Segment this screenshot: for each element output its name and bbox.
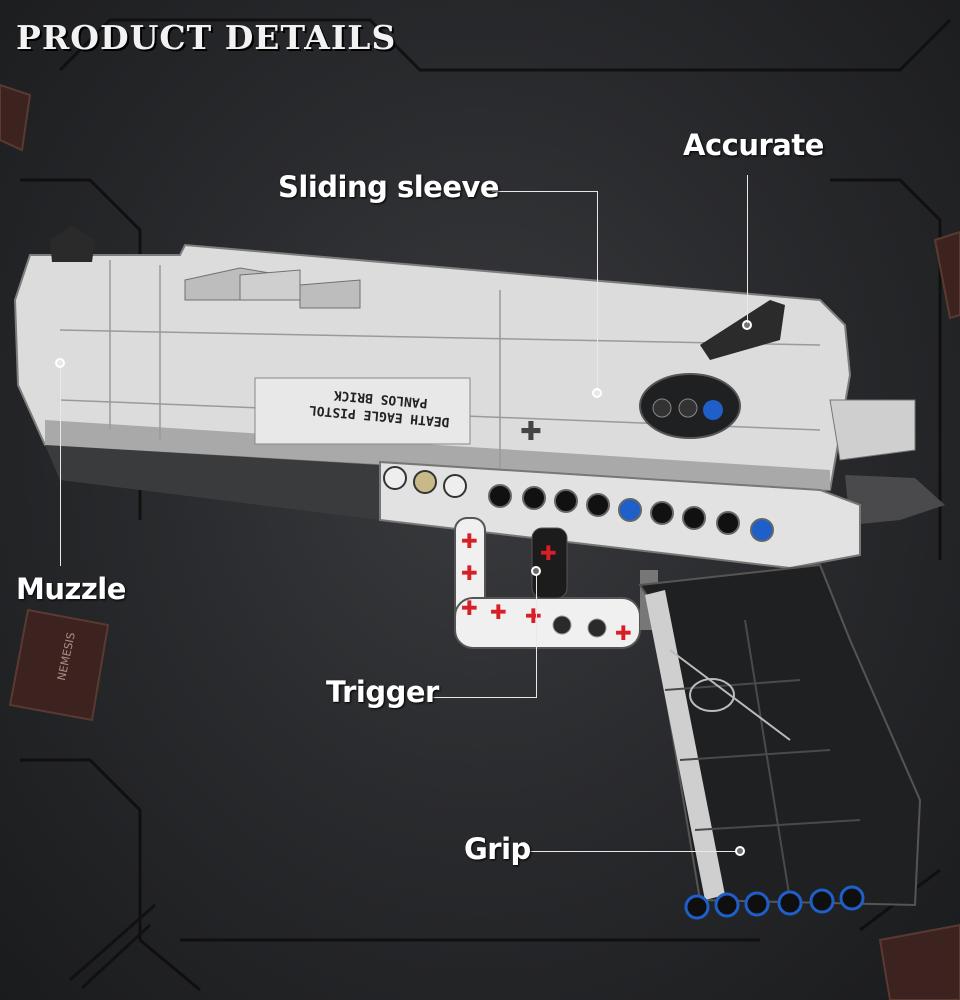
trigger-leader-h bbox=[430, 697, 537, 698]
svg-text:✚: ✚ bbox=[461, 596, 478, 620]
muzzle-leader-line bbox=[60, 368, 61, 566]
trigger-marker bbox=[531, 566, 541, 576]
svg-text:✚: ✚ bbox=[525, 604, 542, 628]
sliding-sleeve-leader-h bbox=[492, 191, 598, 192]
svg-text:✚: ✚ bbox=[461, 561, 478, 585]
sliding-sleeve-marker bbox=[592, 388, 602, 398]
callout-grip: Grip bbox=[464, 832, 531, 866]
frame bbox=[379, 460, 861, 570]
sliding-sleeve: ✚ bbox=[13, 226, 945, 525]
trigger-leader-v bbox=[536, 575, 537, 698]
svg-text:✚: ✚ bbox=[520, 417, 542, 447]
svg-text:✚: ✚ bbox=[490, 600, 507, 624]
svg-text:✚: ✚ bbox=[615, 621, 632, 645]
grip-marker bbox=[735, 846, 745, 856]
callout-trigger: Trigger bbox=[326, 675, 439, 709]
accurate-marker bbox=[742, 320, 752, 330]
callout-sliding-sleeve: Sliding sleeve bbox=[278, 170, 500, 204]
svg-text:✚: ✚ bbox=[540, 541, 557, 565]
accurate-leader-line bbox=[747, 175, 748, 323]
svg-text:✚: ✚ bbox=[461, 529, 478, 553]
callout-muzzle: Muzzle bbox=[16, 572, 126, 606]
muzzle-marker bbox=[55, 358, 65, 368]
grip-leader-line bbox=[528, 851, 736, 852]
grip-body bbox=[638, 563, 922, 920]
sliding-sleeve-leader-v bbox=[597, 191, 598, 391]
trigger-assembly: ✚ ✚ ✚ ✚ ✚ ✚ ✚ bbox=[454, 517, 658, 649]
callout-accurate: Accurate bbox=[683, 128, 824, 162]
page-title: PRODUCT DETAILS bbox=[16, 18, 397, 57]
